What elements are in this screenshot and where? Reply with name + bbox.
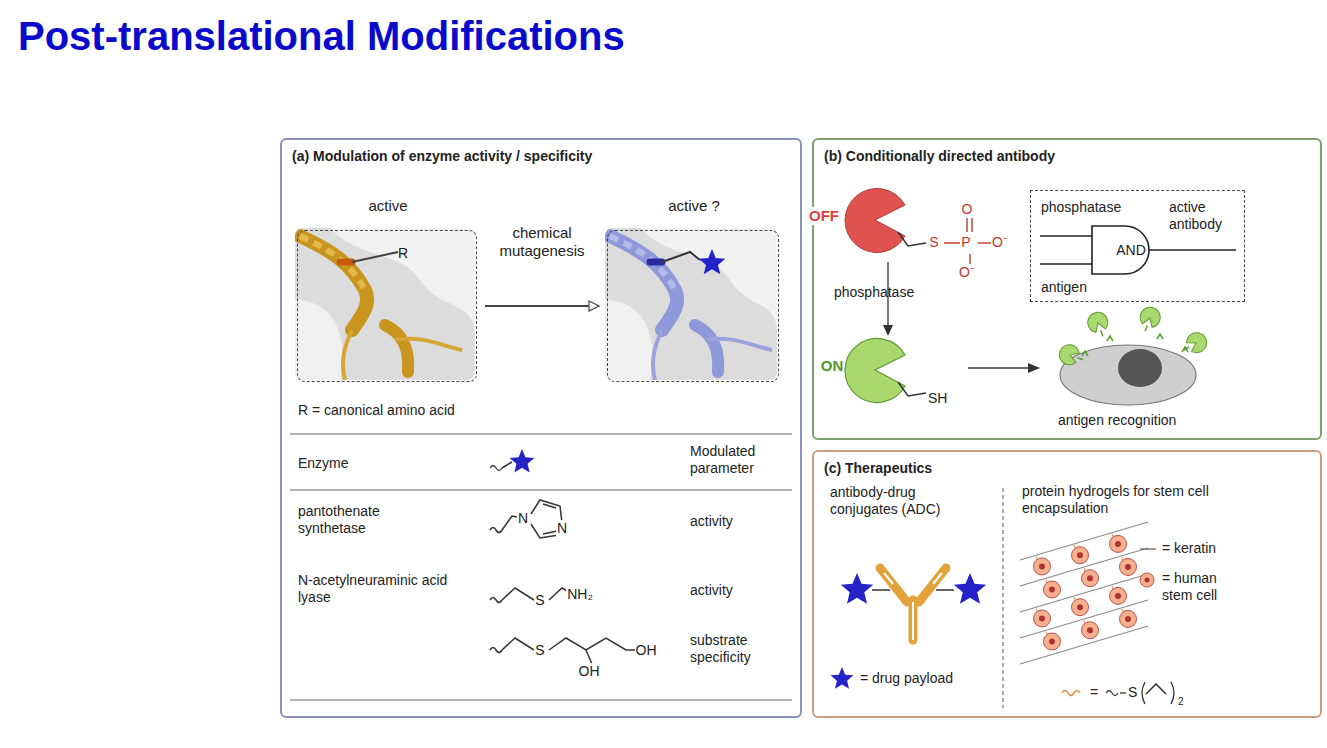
table-rule (290, 700, 792, 701)
figure-label: antigen recognition (1058, 412, 1176, 429)
hydrogel (1020, 522, 1148, 664)
structure-box: activeR (297, 230, 477, 382)
structure-label: N (517, 510, 529, 527)
structure-label: S (534, 592, 545, 609)
structure-label: N (556, 520, 568, 537)
structure-label: OH (635, 642, 658, 659)
node-heading: phosphatase (1041, 199, 1121, 216)
process-arrow (485, 305, 599, 307)
structure-label: ON (820, 357, 845, 375)
node-heading: active ? (608, 197, 780, 215)
figure-label: = human stem cell (1162, 570, 1242, 604)
figure-label: S (1128, 684, 1137, 701)
figure-label: Modulated parameter (690, 443, 790, 477)
phosphate-bonds (944, 218, 996, 264)
target-cell (1060, 345, 1196, 405)
node-heading: (c) Therapeutics (824, 460, 932, 477)
figure-label: = (1090, 684, 1098, 701)
figure-label: SH (928, 390, 947, 407)
figure-label: antibody-drug conjugates (ADC) (830, 484, 955, 518)
figure-label: N-acetylneuraminic acid lyase (298, 572, 458, 606)
imidazole-structure (490, 500, 562, 538)
structure-label: O⁻ (991, 234, 1009, 251)
figure-label: Enzyme (298, 455, 349, 472)
antibody-symbol (880, 568, 946, 640)
figure-label: phosphatase (834, 284, 914, 301)
figure-label: 2 (1178, 696, 1184, 708)
cysteamine-structure (490, 588, 576, 603)
figure-label: substrate specificity (690, 632, 780, 666)
and-gate (1040, 226, 1236, 274)
figure-label: activity (690, 582, 733, 599)
protein-render-modified (605, 228, 777, 380)
antibody-off (845, 189, 905, 253)
node-heading: (a) Modulation of enzyme activity / spec… (292, 148, 592, 165)
figure-label: R = canonical amino acid (298, 402, 455, 419)
table-rule (290, 434, 792, 435)
antibody-on (845, 339, 905, 403)
structure-label: S (534, 642, 545, 659)
structure-label: O⁻ (958, 264, 976, 281)
bound-antibodies (1057, 305, 1211, 368)
structure-box: active ? (607, 230, 779, 382)
structure-label: NH₂ (566, 586, 594, 603)
node-text: active antibody (1169, 199, 1241, 233)
node-text: AND (1101, 242, 1161, 259)
node-text: R (398, 245, 408, 262)
figure-label: = keratin (1162, 540, 1216, 557)
slide-title: Post-translational Modifications (18, 14, 625, 59)
node-text: antigen (1041, 279, 1087, 296)
structure-label: P (960, 234, 971, 251)
figure-label: protein hydrogels for stem cell encapsul… (1022, 483, 1222, 517)
logic-box: phosphatase active antibodyAND antigen (1030, 190, 1245, 302)
node-heading: active (298, 197, 478, 215)
node-heading: (b) Conditionally directed antibody (824, 148, 1055, 165)
edge-label: chemical mutagenesis (494, 224, 590, 260)
figure-label: = drug payload (860, 670, 953, 687)
structure-label: S (928, 234, 939, 251)
cell-nucleus (1118, 349, 1162, 387)
structure-label: OH (578, 663, 601, 680)
structure-label: OFF (808, 207, 840, 225)
structure-label: O (961, 201, 974, 218)
table-rule (290, 490, 792, 491)
figure-label: pantothenate synthetase (298, 503, 428, 537)
thioglycerol-structure (490, 638, 642, 664)
figure-label: activity (690, 513, 733, 530)
protein-render-active (295, 228, 475, 380)
